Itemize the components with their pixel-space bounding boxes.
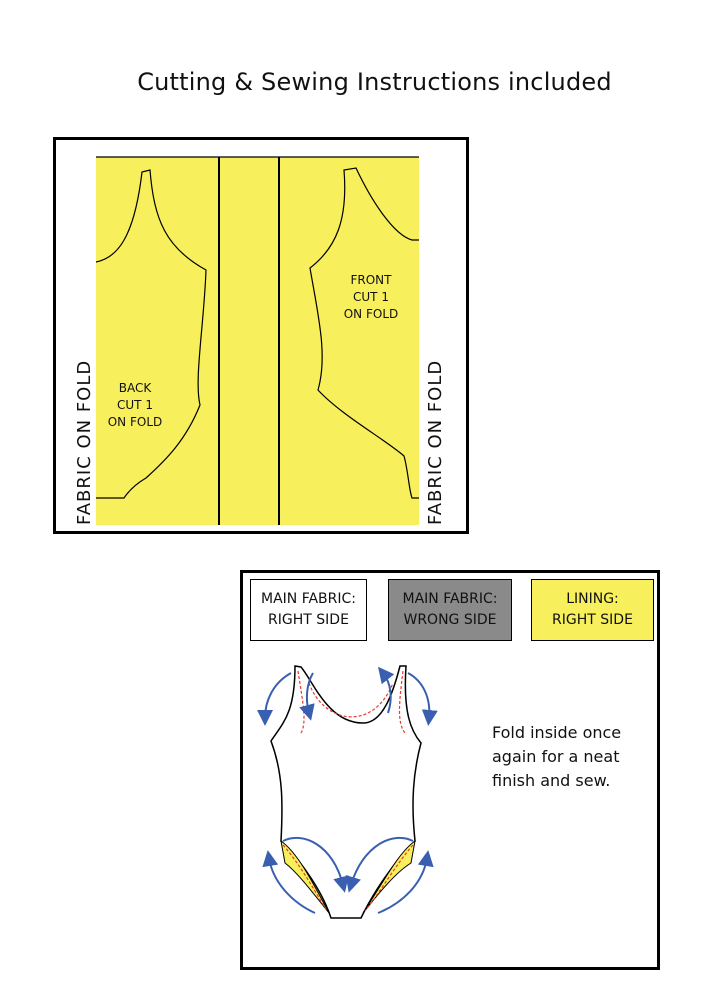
back-label-line: BACK (118, 381, 152, 395)
arrow-right-leg-inner (345, 836, 414, 893)
sewing-instruction-text: Fold inside once again for a neat finish… (492, 723, 622, 790)
legend-main-fabric-right-side: MAIN FABRIC: RIGHT SIDE (250, 579, 367, 641)
pattern-pieces-diagram (95, 156, 419, 525)
neckline-stitch (308, 682, 394, 718)
legend-line: RIGHT SIDE (552, 612, 633, 628)
front-label-line: ON FOLD (343, 307, 399, 321)
legend-line: WRONG SIDE (403, 612, 497, 628)
back-piece-outline (95, 169, 207, 499)
bodysuit-sewing-diagram (257, 665, 438, 919)
legend-lining-right-side: LINING: RIGHT SIDE (531, 579, 654, 641)
cutting-layout-panel: FABRIC ON FOLD FABRIC ON FOLD BACK CUT 1… (53, 137, 469, 534)
fabric-on-fold-right: FABRIC ON FOLD (425, 359, 446, 525)
front-label-line: CUT 1 (353, 290, 389, 304)
legend-line: RIGHT SIDE (268, 612, 349, 628)
fabric-on-fold-left: FABRIC ON FOLD (74, 359, 95, 525)
back-piece-label: BACK CUT 1 ON FOLD (95, 380, 175, 431)
legend-main-fabric-wrong-side: MAIN FABRIC: WRONG SIDE (388, 579, 512, 641)
arrow-right-leg-outer (377, 850, 434, 914)
fabric-back-area (96, 157, 219, 525)
front-label-line: FRONT (350, 273, 392, 287)
arrow-left-leg-outer (262, 850, 316, 914)
legend-line: MAIN FABRIC: (260, 591, 356, 607)
arrow-left-strap-inner (299, 672, 315, 721)
fabric-front-area (279, 157, 419, 525)
bodysuit-outline (270, 665, 422, 919)
left-leg-stitch (282, 844, 328, 912)
legend-line: MAIN FABRIC: (402, 591, 498, 607)
legend-line: LINING: (566, 591, 619, 607)
arrow-right-strap-inner (378, 666, 395, 714)
arrow-right-strap-outer (407, 672, 438, 726)
sewing-instructions-panel: MAIN FABRIC: RIGHT SIDE MAIN FABRIC: WRO… (240, 570, 660, 970)
arrow-left-strap-outer (257, 672, 292, 726)
back-label-line: ON FOLD (107, 415, 163, 429)
arrow-left-leg-inner (282, 836, 349, 893)
fabric-middle-area (219, 157, 279, 525)
front-piece-outline (309, 167, 419, 499)
front-piece-label: FRONT CUT 1 ON FOLD (331, 272, 411, 323)
back-label-line: CUT 1 (117, 398, 153, 412)
page-title: Cutting & Sewing Instructions included (137, 68, 612, 96)
right-leg-stitch (364, 844, 414, 912)
